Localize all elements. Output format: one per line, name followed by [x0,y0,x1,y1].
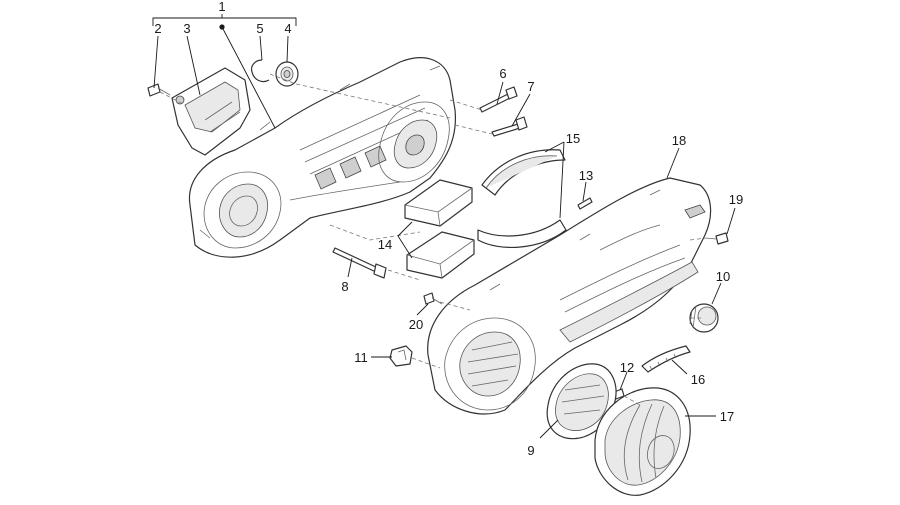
cap-knob [689,303,719,333]
callout-6: 6 [499,66,506,81]
callout-12: 12 [620,360,634,375]
callout-3: 3 [183,21,190,36]
bolt-7 [491,116,528,137]
callout-9: 9 [527,443,534,458]
rubber-strip [641,345,691,373]
inner-transmission-cover [188,57,457,258]
leader-lines [152,14,736,439]
outer-transmission-cover [427,177,712,415]
assembly-lines [159,73,707,406]
callout-7: 7 [527,79,534,94]
callout-4: 4 [284,21,291,36]
bearing [275,61,299,87]
clip-11 [389,345,413,367]
callout-1: 1 [218,0,225,14]
callout-2: 2 [154,21,161,36]
callout-20: 20 [409,317,423,332]
gasket-ring [546,363,617,440]
circlip [250,59,270,83]
callout-17: 17 [720,409,734,424]
callout-16: 16 [691,372,705,387]
screw-2 [147,83,171,97]
callout-19: 19 [729,192,743,207]
seal-strip-lower [477,219,567,249]
seal-strip-upper [481,149,566,196]
callout-10: 10 [716,269,730,284]
foam-block-upper [404,179,473,227]
outer-grille-cover [594,387,691,496]
callout-8: 8 [341,279,348,294]
foam-block-lower [406,231,475,279]
callouts: 1 2 3 4 5 6 7 8 9 10 11 12 13 14 15 16 1… [154,0,743,458]
callout-18: 18 [672,133,686,148]
callout-15: 15 [566,131,580,146]
callout-11: 11 [354,350,368,365]
callout-5: 5 [256,21,263,36]
callout-13: 13 [579,168,593,183]
screw-20 [423,292,443,305]
small-clip [577,197,593,210]
callout-14: 14 [378,237,392,252]
screw-19 [705,232,729,245]
shield-bracket [171,67,251,156]
bolt-8 [332,247,387,279]
